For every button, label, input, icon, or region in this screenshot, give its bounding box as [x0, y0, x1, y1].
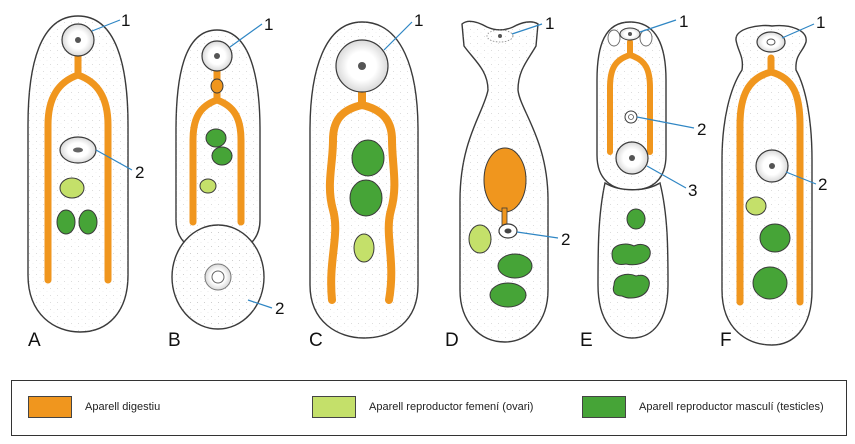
- callout-e-1: 1: [679, 12, 688, 31]
- legend: Aparell digestiu Aparell reproductor fem…: [11, 380, 847, 436]
- ovary-c: [353, 233, 375, 263]
- pharynx-b: [210, 78, 224, 94]
- legend-item-ovary: Aparell reproductor femení (ovari): [312, 396, 533, 418]
- ovary-d: [468, 224, 492, 254]
- callout-d-1: 1: [545, 14, 554, 33]
- legend-label-ovary: Aparell reproductor femení (ovari): [369, 401, 534, 413]
- testis-c-2: [349, 179, 383, 217]
- legend-item-testes: Aparell reproductor masculí (testicles): [582, 396, 824, 418]
- callout-b-2: 2: [275, 299, 284, 318]
- panel-f: 1 2 F: [720, 13, 827, 351]
- panel-letter-b: B: [168, 330, 181, 351]
- testis-d-2: [489, 282, 527, 308]
- panel-letter-e: E: [580, 330, 593, 351]
- callout-a-2: 2: [135, 163, 144, 182]
- callout-b-1: 1: [264, 15, 273, 34]
- callout-a-1: 1: [121, 11, 130, 30]
- panel-letter-c: C: [309, 330, 323, 351]
- testis-b-1: [205, 128, 227, 148]
- callout-f-1: 1: [816, 13, 825, 32]
- legend-swatch-digestive: [28, 396, 72, 418]
- testis-f-1: [759, 223, 791, 253]
- ovary-a: [59, 177, 85, 199]
- legend-label-testes: Aparell reproductor masculí (testicles): [639, 401, 824, 413]
- testis-e-2: [612, 273, 650, 299]
- panel-b: 1 2 B: [168, 15, 284, 351]
- testis-f-2: [752, 266, 788, 300]
- legend-item-digestive: Aparell digestiu: [28, 396, 160, 418]
- callout-e-2: 2: [697, 120, 706, 139]
- gut-a: [44, 51, 112, 284]
- legend-label-digestive: Aparell digestiu: [85, 401, 161, 413]
- ovary-e: [626, 208, 646, 230]
- testis-b-2: [211, 146, 233, 166]
- legend-swatch-ovary: [312, 396, 356, 418]
- ovary-b: [199, 178, 217, 194]
- panel-d: 1 2 D: [445, 14, 570, 351]
- legend-swatch-testes: [582, 396, 626, 418]
- panel-letter-f: F: [720, 330, 732, 351]
- callout-c-1: 1: [414, 11, 423, 30]
- testis-c-1: [351, 139, 385, 177]
- testis-a-1: [56, 209, 76, 235]
- gut-c: [325, 88, 399, 304]
- panel-letter-a: A: [28, 330, 41, 351]
- gut-d: [483, 147, 527, 213]
- callout-d-2: 2: [561, 230, 570, 249]
- panel-e: 1 2 3 E: [580, 12, 706, 351]
- ovary-f: [745, 196, 767, 216]
- panel-letter-d: D: [445, 330, 459, 351]
- gut-e: [607, 39, 653, 155]
- callout-e-3: 3: [688, 181, 697, 200]
- testis-d-1: [497, 253, 533, 279]
- testis-e-1: [611, 243, 651, 266]
- panel-a: 1 2 A: [27, 11, 144, 351]
- trematode-diagram: 1 2 A 1 2 B 1 C: [27, 11, 827, 351]
- testis-a-2: [78, 209, 98, 235]
- gut-f: [736, 54, 804, 306]
- callout-f-2: 2: [818, 175, 827, 194]
- panel-c: 1 C: [309, 11, 423, 351]
